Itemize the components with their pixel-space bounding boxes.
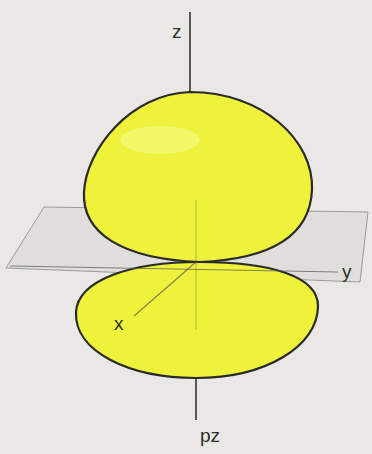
- highlight: [120, 126, 200, 154]
- z-axis: [189, 12, 191, 94]
- x-axis: [134, 262, 196, 316]
- y-axis: [10, 266, 338, 272]
- axis-label: x: [114, 314, 124, 333]
- z-axis: [195, 376, 197, 420]
- axis-label: y: [342, 262, 352, 281]
- orbital-lobe: [76, 262, 318, 378]
- orbital-lobe: [84, 92, 312, 262]
- orbital-label: pz: [200, 426, 220, 445]
- z-axis: [196, 200, 197, 330]
- axis-label: z: [172, 22, 182, 41]
